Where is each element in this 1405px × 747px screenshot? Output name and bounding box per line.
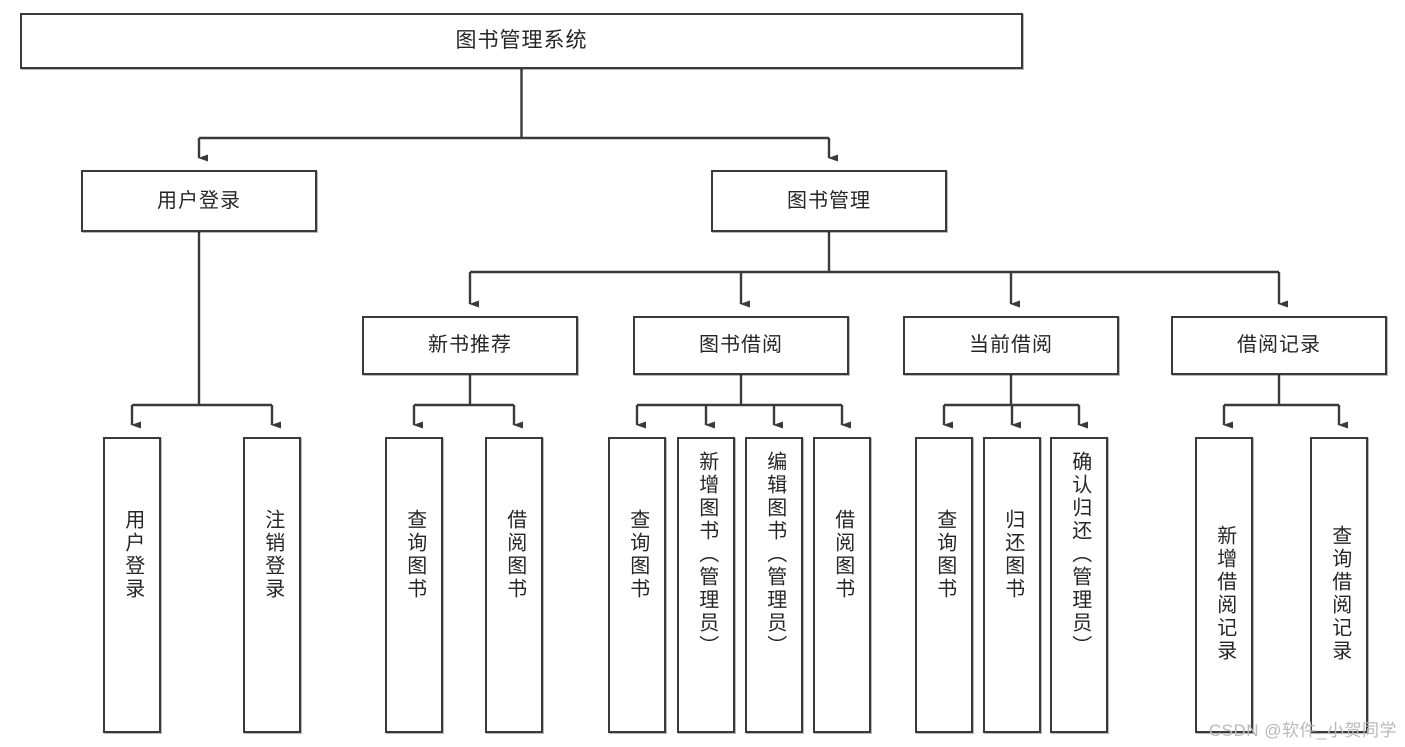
leaf-logout-label: 注销登录 [261,509,284,601]
node-new-book-recommend-label: 新书推荐 [428,334,512,356]
node-book-borrow[interactable]: 图书借阅 [633,316,849,375]
leaf-query-book-borrow-label: 查询图书 [626,509,649,601]
leaf-borrow-book[interactable]: 借阅图书 [813,437,871,733]
leaf-edit-book-admin[interactable]: 编辑图书（管理员） [745,437,803,733]
leaf-query-book-borrow[interactable]: 查询图书 [608,437,666,733]
leaf-borrow-book-label: 借阅图书 [831,509,854,601]
leaf-add-book-admin-label: 新增图书（管理员） [695,451,718,658]
node-current-borrow-label: 当前借阅 [969,334,1053,356]
leaf-return-book[interactable]: 归还图书 [983,437,1041,733]
node-book-management-label: 图书管理 [787,189,871,212]
node-new-book-recommend[interactable]: 新书推荐 [362,316,578,375]
node-current-borrow[interactable]: 当前借阅 [903,316,1119,375]
leaf-borrow-book-recommend-label: 借阅图书 [503,509,526,601]
leaf-query-book-recommend[interactable]: 查询图书 [385,437,443,733]
leaf-confirm-return-admin-label: 确认归还（管理员） [1068,451,1091,658]
node-borrow-record-label: 借阅记录 [1237,334,1321,356]
leaf-add-borrow-record-label: 新增借阅记录 [1213,525,1236,663]
leaf-user-login-label: 用户登录 [121,509,144,601]
leaf-confirm-return-admin[interactable]: 确认归还（管理员） [1050,437,1108,733]
leaf-query-borrow-record[interactable]: 查询借阅记录 [1310,437,1368,733]
leaf-query-borrow-record-label: 查询借阅记录 [1328,525,1351,663]
leaf-query-book-recommend-label: 查询图书 [403,509,426,601]
leaf-return-book-label: 归还图书 [1001,509,1024,601]
node-borrow-record[interactable]: 借阅记录 [1171,316,1387,375]
node-root-label: 图书管理系统 [455,28,588,52]
leaf-add-borrow-record[interactable]: 新增借阅记录 [1195,437,1253,733]
leaf-user-login[interactable]: 用户登录 [103,437,161,733]
node-book-management[interactable]: 图书管理 [711,170,947,232]
leaf-edit-book-admin-label: 编辑图书（管理员） [763,451,786,658]
leaf-logout[interactable]: 注销登录 [243,437,301,733]
node-user-login-label: 用户登录 [157,189,241,212]
leaf-add-book-admin[interactable]: 新增图书（管理员） [677,437,735,733]
leaf-borrow-book-recommend[interactable]: 借阅图书 [485,437,543,733]
leaf-query-book-current[interactable]: 查询图书 [915,437,973,733]
node-root[interactable]: 图书管理系统 [20,13,1023,69]
node-book-borrow-label: 图书借阅 [699,334,783,356]
node-user-login[interactable]: 用户登录 [81,170,317,232]
leaf-query-book-current-label: 查询图书 [933,509,956,601]
